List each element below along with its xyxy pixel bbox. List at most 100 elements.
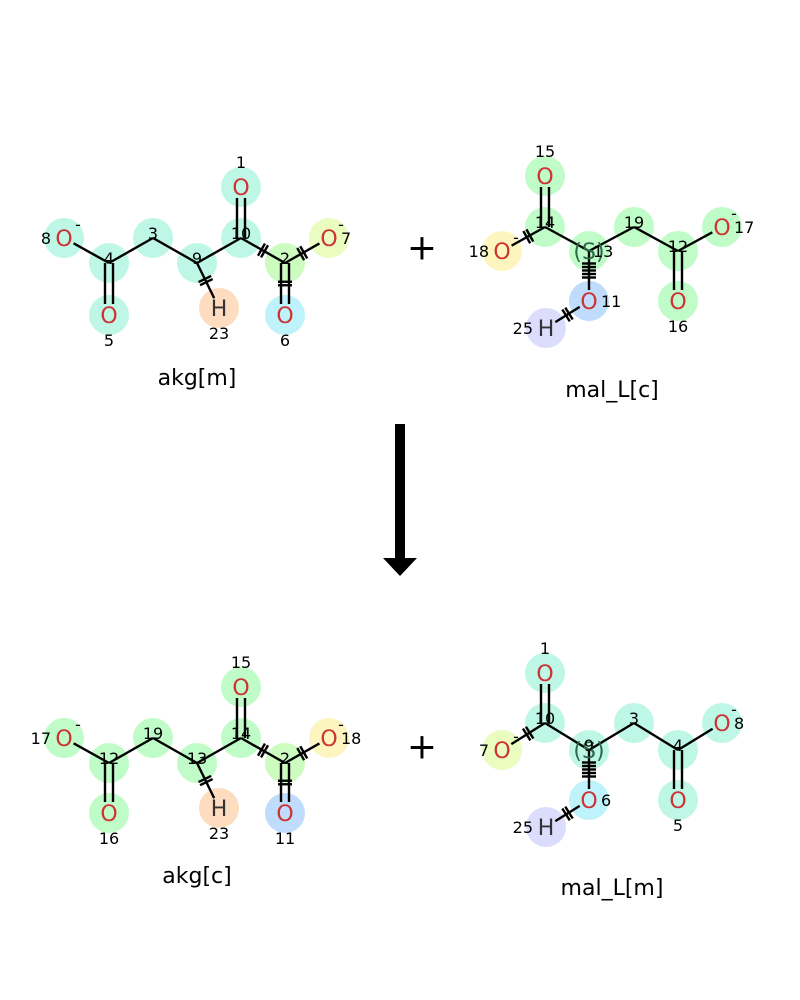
- bond-C12-O17: [677, 231, 713, 253]
- atom-number-O11: 11: [275, 829, 295, 848]
- bond-C9-C3: [588, 721, 635, 752]
- charge-label: -: [513, 228, 519, 247]
- atom-number-O16: 16: [668, 317, 688, 336]
- atom-number-O8: 8: [734, 714, 744, 733]
- atom-highlight-O18: [309, 718, 349, 758]
- reaction-arrow-head-icon: [383, 558, 417, 576]
- bond-C10-C2: [240, 236, 286, 265]
- bond-change-mark: [299, 745, 309, 760]
- atom-number-C9: 9: [192, 249, 202, 268]
- atom-labels-layer: O-84O53910O12O-7O6H23O1514O-18(S)131912O…: [31, 142, 755, 848]
- bond-change-mark: [525, 228, 535, 243]
- bond-C13-C19: [588, 225, 635, 253]
- bond-change-mark: [199, 277, 214, 287]
- bond-change-mark: [564, 806, 574, 820]
- bond-C4-C3: [108, 236, 154, 265]
- atom-number-O7: 7: [341, 229, 351, 248]
- atom-symbol-O7: O: [320, 227, 337, 252]
- bond-change-mark: [256, 242, 266, 257]
- atom-highlight-O18: [482, 231, 522, 271]
- atom-number-O5: 5: [104, 331, 114, 350]
- bond-C3-C9: [152, 236, 198, 265]
- atom-highlight-O11: [265, 793, 305, 833]
- bond-C19-C12: [633, 225, 679, 253]
- reaction-arrow-shaft: [395, 424, 405, 560]
- bond-C12-C19: [108, 736, 154, 765]
- atom-symbol-O16: O: [669, 290, 686, 315]
- molecule-label-mal-l-c: mal_L[c]: [565, 378, 659, 403]
- atom-highlight-O1: [221, 167, 261, 207]
- atom-highlight-O6: [569, 780, 609, 820]
- atom-number-C3: 3: [629, 709, 639, 728]
- atom-highlight-O6: [265, 295, 305, 335]
- bond-C13-C14: [196, 736, 242, 765]
- atom-number-O18: 18: [469, 242, 489, 261]
- atom-highlight-H25: [526, 308, 566, 348]
- atom-symbol-O18: O: [493, 240, 510, 265]
- bond-change-mark: [197, 774, 212, 784]
- bond-C3-C4: [633, 721, 679, 752]
- bond-C9-C10: [196, 236, 242, 265]
- atom-highlight-O15: [221, 667, 261, 707]
- bonds-layer: [73, 187, 714, 823]
- atom-highlight-O17: [702, 207, 742, 247]
- atom-symbol-O15: O: [232, 676, 249, 701]
- atom-symbol-H23: H: [211, 797, 228, 822]
- bond-change-mark: [199, 777, 214, 787]
- atom-number-C10: 10: [535, 709, 555, 728]
- atom-highlight-O7: [482, 730, 522, 770]
- atom-number-C4: 4: [104, 249, 114, 268]
- atom-number-O17: 17: [31, 729, 51, 748]
- atom-number-H25: 25: [513, 319, 533, 338]
- atom-number-C10: 10: [231, 224, 251, 243]
- atom-number-O15: 15: [535, 142, 555, 161]
- atom-number-C9: 9: [584, 736, 594, 755]
- atom-number-C12: 12: [668, 237, 688, 256]
- atom-number-C12: 12: [99, 749, 119, 768]
- atom-highlight-O11: [569, 281, 609, 321]
- atom-number-O15: 15: [231, 653, 251, 672]
- charge-label: -: [513, 727, 519, 746]
- bond-change-mark: [299, 245, 309, 260]
- atom-number-O17: 17: [734, 218, 754, 237]
- bond-O6-H25: [554, 804, 581, 823]
- atom-symbol-O11: O: [276, 802, 293, 827]
- atom-number-O1: 1: [236, 153, 246, 172]
- atom-number-O11: 11: [601, 292, 621, 311]
- atom-symbol-O6: O: [276, 304, 293, 329]
- bond-C2-O7: [284, 242, 321, 265]
- bond-C14-C13: [544, 225, 590, 253]
- charge-label: -: [75, 715, 81, 734]
- atom-symbol-O1: O: [536, 662, 553, 687]
- atom-highlight-O1: [525, 653, 565, 693]
- atom-highlight-O8: [702, 703, 742, 743]
- bond-O17-C12: [73, 742, 110, 765]
- bond-C14-O18: [511, 225, 546, 247]
- plus-sign-reactants: +: [406, 227, 438, 269]
- atom-number-C14: 14: [535, 213, 555, 232]
- atom-number-C13: 13: [593, 242, 613, 261]
- atom-number-O8: 8: [41, 229, 51, 248]
- stereo-label: (S): [573, 739, 604, 764]
- bond-change-mark: [296, 747, 306, 761]
- charge-label: -: [731, 700, 737, 719]
- atom-symbol-O7: O: [493, 739, 510, 764]
- atom-number-O1: 1: [540, 639, 550, 658]
- atom-highlight-O5: [658, 780, 698, 820]
- molecule-label-akg-m: akg[m]: [157, 366, 237, 391]
- plus-sign-products: +: [406, 726, 438, 768]
- bond-change-mark: [256, 742, 266, 757]
- bond-C10-C9: [544, 721, 590, 752]
- bond-C9-H23: [195, 262, 216, 299]
- bond-change-mark: [296, 247, 306, 261]
- atom-number-C3: 3: [148, 224, 158, 243]
- bond-C10-O7: [510, 721, 546, 746]
- bond-C13-H23: [195, 762, 216, 799]
- atom-highlight-O7: [309, 218, 349, 258]
- bond-change-mark: [260, 744, 270, 759]
- atom-number-O16: 16: [99, 829, 119, 848]
- atom-number-O7: 7: [479, 741, 489, 760]
- bond-O8-C4: [73, 242, 110, 265]
- atom-number-O6: 6: [601, 791, 611, 810]
